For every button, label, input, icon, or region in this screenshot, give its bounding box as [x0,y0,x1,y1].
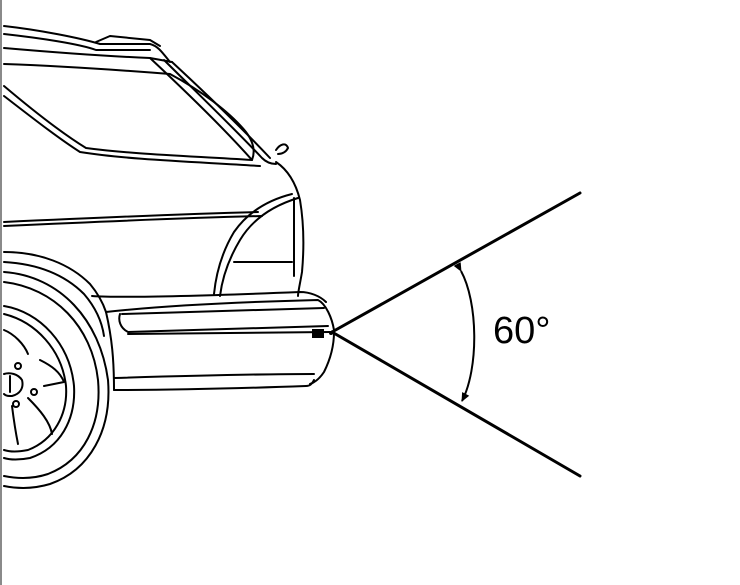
rear-side-window [3,63,261,167]
roof-rail [3,25,173,63]
rear-hatch-edge [275,161,305,297]
tail-light [213,193,299,297]
d-pillar [149,57,289,165]
rear-sensor [312,329,333,338]
image-left-border [0,0,2,585]
angle-arc [453,262,476,402]
wheel-arch [3,251,327,337]
body-beltline [3,211,263,227]
rear-wheel [3,271,110,489]
vehicle-rear-drawing [3,25,335,489]
angle-label: 60° [493,310,551,352]
cone-lower-line [330,330,582,478]
rear-bumper [105,299,335,391]
